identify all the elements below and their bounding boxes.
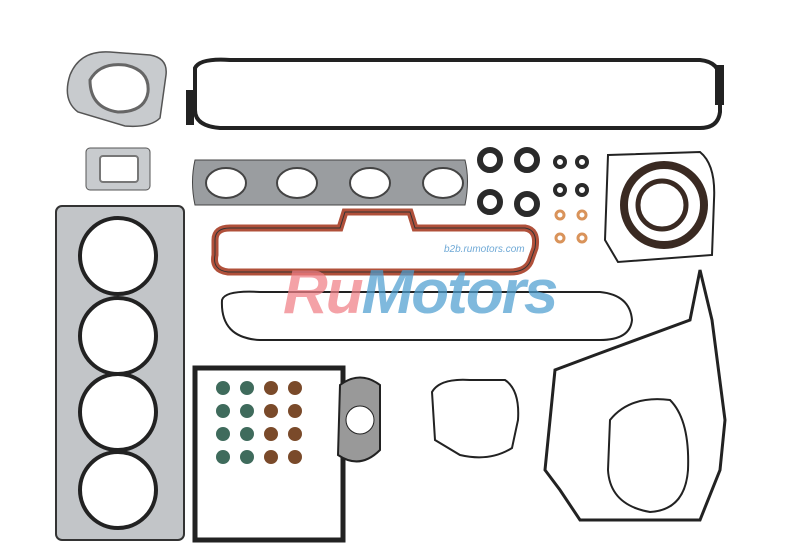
valve-stem-seals xyxy=(192,365,346,543)
watermark-brand-ru: Ru xyxy=(283,258,364,327)
valve-stem-seal xyxy=(264,404,278,418)
water-pump-gasket xyxy=(336,376,381,463)
valve-cover-gasket xyxy=(186,57,724,130)
valve-stem-seal xyxy=(264,381,278,395)
valve-stem-seal xyxy=(264,450,278,464)
thermostat-gasket xyxy=(430,378,520,459)
square-flange-gasket xyxy=(85,147,151,191)
valve-stem-seal xyxy=(288,381,302,395)
rear-cover-gasket xyxy=(606,398,690,514)
watermark-brand-motors: Motors xyxy=(361,258,559,327)
valve-stem-seal xyxy=(216,427,230,441)
valve-stem-seal xyxy=(216,381,230,395)
valve-stem-seal xyxy=(288,427,302,441)
valve-stem-seal xyxy=(216,404,230,418)
oil-pan-gasket xyxy=(220,290,634,341)
valve-stem-seal xyxy=(288,404,302,418)
turbo-flange-gasket xyxy=(66,51,167,128)
intake-manifold-gasket xyxy=(211,208,539,276)
valve-stem-seal xyxy=(288,450,302,464)
valve-stem-seal xyxy=(264,427,278,441)
watermark-url: b2b.rumotors.com xyxy=(444,244,525,255)
timing-cover-gasket xyxy=(603,150,716,264)
copper-washers xyxy=(554,209,588,244)
side-cover-gasket xyxy=(543,269,727,522)
watermark-logo: RuMotors xyxy=(283,262,558,324)
oil-seals xyxy=(477,147,589,217)
valve-stem-seal xyxy=(216,450,230,464)
valve-stem-seal xyxy=(240,404,254,418)
valve-stem-seal xyxy=(240,450,254,464)
exhaust-manifold-gasket xyxy=(192,159,468,206)
valve-stem-seal xyxy=(240,427,254,441)
cylinder-head-gasket xyxy=(55,205,185,541)
valve-stem-seal xyxy=(240,381,254,395)
